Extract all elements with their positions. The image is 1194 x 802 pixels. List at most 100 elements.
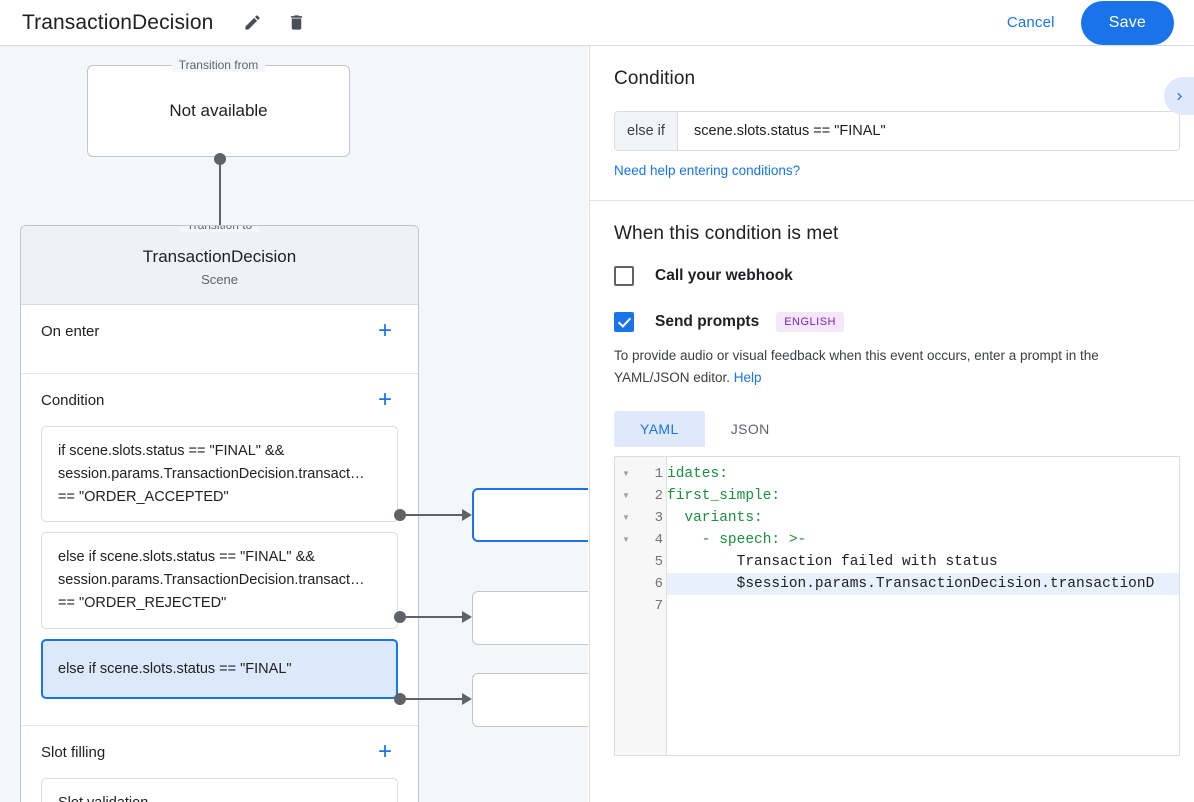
editor-fold-gutter: ▼ ▼ ▼ ▼: [615, 456, 637, 755]
pencil-icon: [245, 15, 260, 30]
fold-toggle-icon[interactable]: ▼: [622, 535, 630, 545]
section-title-slot-filling: Slot filling: [41, 743, 106, 761]
condition-list-item[interactable]: else if scene.slots.status == "FINAL" &&…: [41, 532, 398, 629]
section-head-on-enter: On enter +: [41, 305, 398, 357]
code-token-text: $session.params.TransactionDecision.tran…: [667, 575, 1155, 592]
condition-list-item[interactable]: if scene.slots.status == "FINAL" && sess…: [41, 426, 398, 523]
condition-heading: Condition: [614, 68, 696, 89]
condition-editor-section: Condition else if Need help entering con…: [590, 46, 1194, 201]
fold-toggle-icon[interactable]: ▼: [622, 469, 630, 479]
code-line: [667, 595, 1179, 617]
target-node-2[interactable]: [472, 591, 588, 645]
connector-line: [400, 616, 464, 618]
send-prompts-checkbox[interactable]: [614, 312, 634, 332]
save-button[interactable]: Save: [1080, 0, 1174, 45]
cancel-button[interactable]: Cancel: [995, 6, 1067, 39]
code-line-highlighted: $session.params.TransactionDecision.tran…: [667, 572, 1179, 595]
prompts-description: To provide audio or visual feedback when…: [614, 345, 1170, 389]
condition-list-item-selected[interactable]: else if scene.slots.status == "FINAL": [41, 638, 398, 700]
line-number: 2: [654, 487, 663, 504]
code-line: first_simple:: [667, 485, 1179, 507]
prompts-description-text: To provide audio or visual feedback when…: [614, 348, 1099, 385]
line-number: 5: [654, 553, 663, 570]
fold-spacer: [615, 573, 637, 595]
code-token-text: Transaction failed with status: [667, 553, 998, 570]
when-condition-heading: When this condition is met: [614, 223, 839, 244]
fold-toggle-icon[interactable]: ▼: [622, 513, 630, 523]
code-line: - speech: >-: [667, 529, 1179, 551]
add-condition-button[interactable]: +: [372, 387, 398, 413]
call-webhook-checkbox[interactable]: [614, 266, 634, 286]
details-panel: Condition else if Need help entering con…: [589, 46, 1194, 802]
scene-card: Transition to TransactionDecision Scene …: [20, 225, 419, 802]
edit-button[interactable]: [239, 10, 265, 36]
tab-json[interactable]: JSON: [705, 411, 796, 447]
page-title: TransactionDecision: [22, 11, 214, 34]
call-webhook-label: Call your webhook: [655, 267, 793, 284]
trash-icon: [290, 15, 302, 30]
scene-canvas[interactable]: Transition from Not available Transition…: [0, 46, 588, 802]
section-title-on-enter: On enter: [41, 322, 100, 340]
editor-line-numbers: 1 2 3 4 5 6 7: [637, 456, 667, 755]
line-number: 6: [654, 575, 663, 592]
line-number: 1: [654, 465, 663, 482]
section-head-condition: Condition +: [41, 374, 398, 426]
connector-line: [400, 514, 464, 516]
connector-1: [394, 509, 474, 521]
fold-toggle-icon[interactable]: ▼: [622, 491, 630, 501]
line-number: 4: [654, 531, 663, 548]
prompts-help-link[interactable]: Help: [733, 369, 762, 385]
webhook-row[interactable]: Call your webhook: [614, 266, 1170, 286]
code-token-key: first_simple:: [667, 487, 781, 504]
scene-name: TransactionDecision: [142, 247, 297, 266]
add-slot-filling-button[interactable]: +: [372, 739, 398, 765]
connector-arrow-icon: [462, 693, 472, 705]
connector-2: [394, 611, 474, 623]
fold-spacer: [615, 551, 637, 573]
arrow-line: [219, 159, 221, 257]
top-bar: TransactionDecision Cancel Save: [0, 0, 1194, 46]
scene-header[interactable]: TransactionDecision Scene: [21, 226, 418, 305]
tab-yaml[interactable]: YAML: [614, 410, 705, 447]
code-line: variants:: [667, 507, 1179, 529]
transition-to-legend: Transition to: [179, 226, 260, 232]
editor-format-tabs: YAML JSON: [614, 410, 1170, 447]
connector-arrow-icon: [462, 509, 472, 521]
fold-spacer: [615, 595, 637, 617]
connector-line: [400, 698, 464, 700]
slot-validation-item[interactable]: Slot validation: [41, 778, 398, 802]
condition-input-row[interactable]: else if: [614, 111, 1180, 151]
condition-prefix-label: else if: [615, 112, 678, 150]
target-node-3[interactable]: [472, 673, 588, 727]
transition-from-value: Not available: [169, 101, 268, 120]
when-condition-met-section: When this condition is met Call your web…: [590, 201, 1194, 756]
code-token-key: idates:: [667, 465, 728, 482]
code-line: idates:: [667, 463, 1179, 485]
language-badge: ENGLISH: [776, 312, 844, 332]
condition-help-link[interactable]: Need help entering conditions?: [614, 163, 801, 178]
section-condition: Condition + if scene.slots.status == "FI…: [21, 374, 418, 727]
collapse-panel-button[interactable]: [1164, 77, 1194, 115]
add-on-enter-button[interactable]: +: [372, 318, 398, 344]
code-line: Transaction failed with status: [667, 551, 1179, 573]
section-title-condition: Condition: [41, 391, 105, 409]
send-prompts-row[interactable]: Send prompts ENGLISH: [614, 312, 1170, 332]
target-node-1[interactable]: [472, 488, 588, 542]
connector-3: [394, 693, 474, 705]
editor-code-area[interactable]: idates: first_simple: variants: - speech…: [667, 457, 1179, 755]
transition-from-node[interactable]: Transition from Not available: [87, 58, 350, 157]
chevron-right-icon: [1176, 92, 1182, 100]
section-head-slot-filling: Slot filling +: [41, 726, 398, 778]
scene-subtitle: Scene: [201, 272, 238, 287]
send-prompts-label: Send prompts: [655, 313, 760, 330]
condition-expression-input[interactable]: [678, 112, 1179, 150]
section-on-enter: On enter +: [21, 305, 418, 374]
line-number: 3: [654, 509, 663, 526]
connector-arrow-icon: [462, 611, 472, 623]
code-token-key: - speech: >-: [667, 531, 807, 548]
section-slot-filling: Slot filling + Slot validation: [21, 726, 418, 802]
code-editor[interactable]: ▼ ▼ ▼ ▼ 1 2 3 4 5 6 7: [614, 455, 1180, 756]
delete-button[interactable]: [283, 10, 309, 36]
line-number: 7: [654, 597, 663, 614]
